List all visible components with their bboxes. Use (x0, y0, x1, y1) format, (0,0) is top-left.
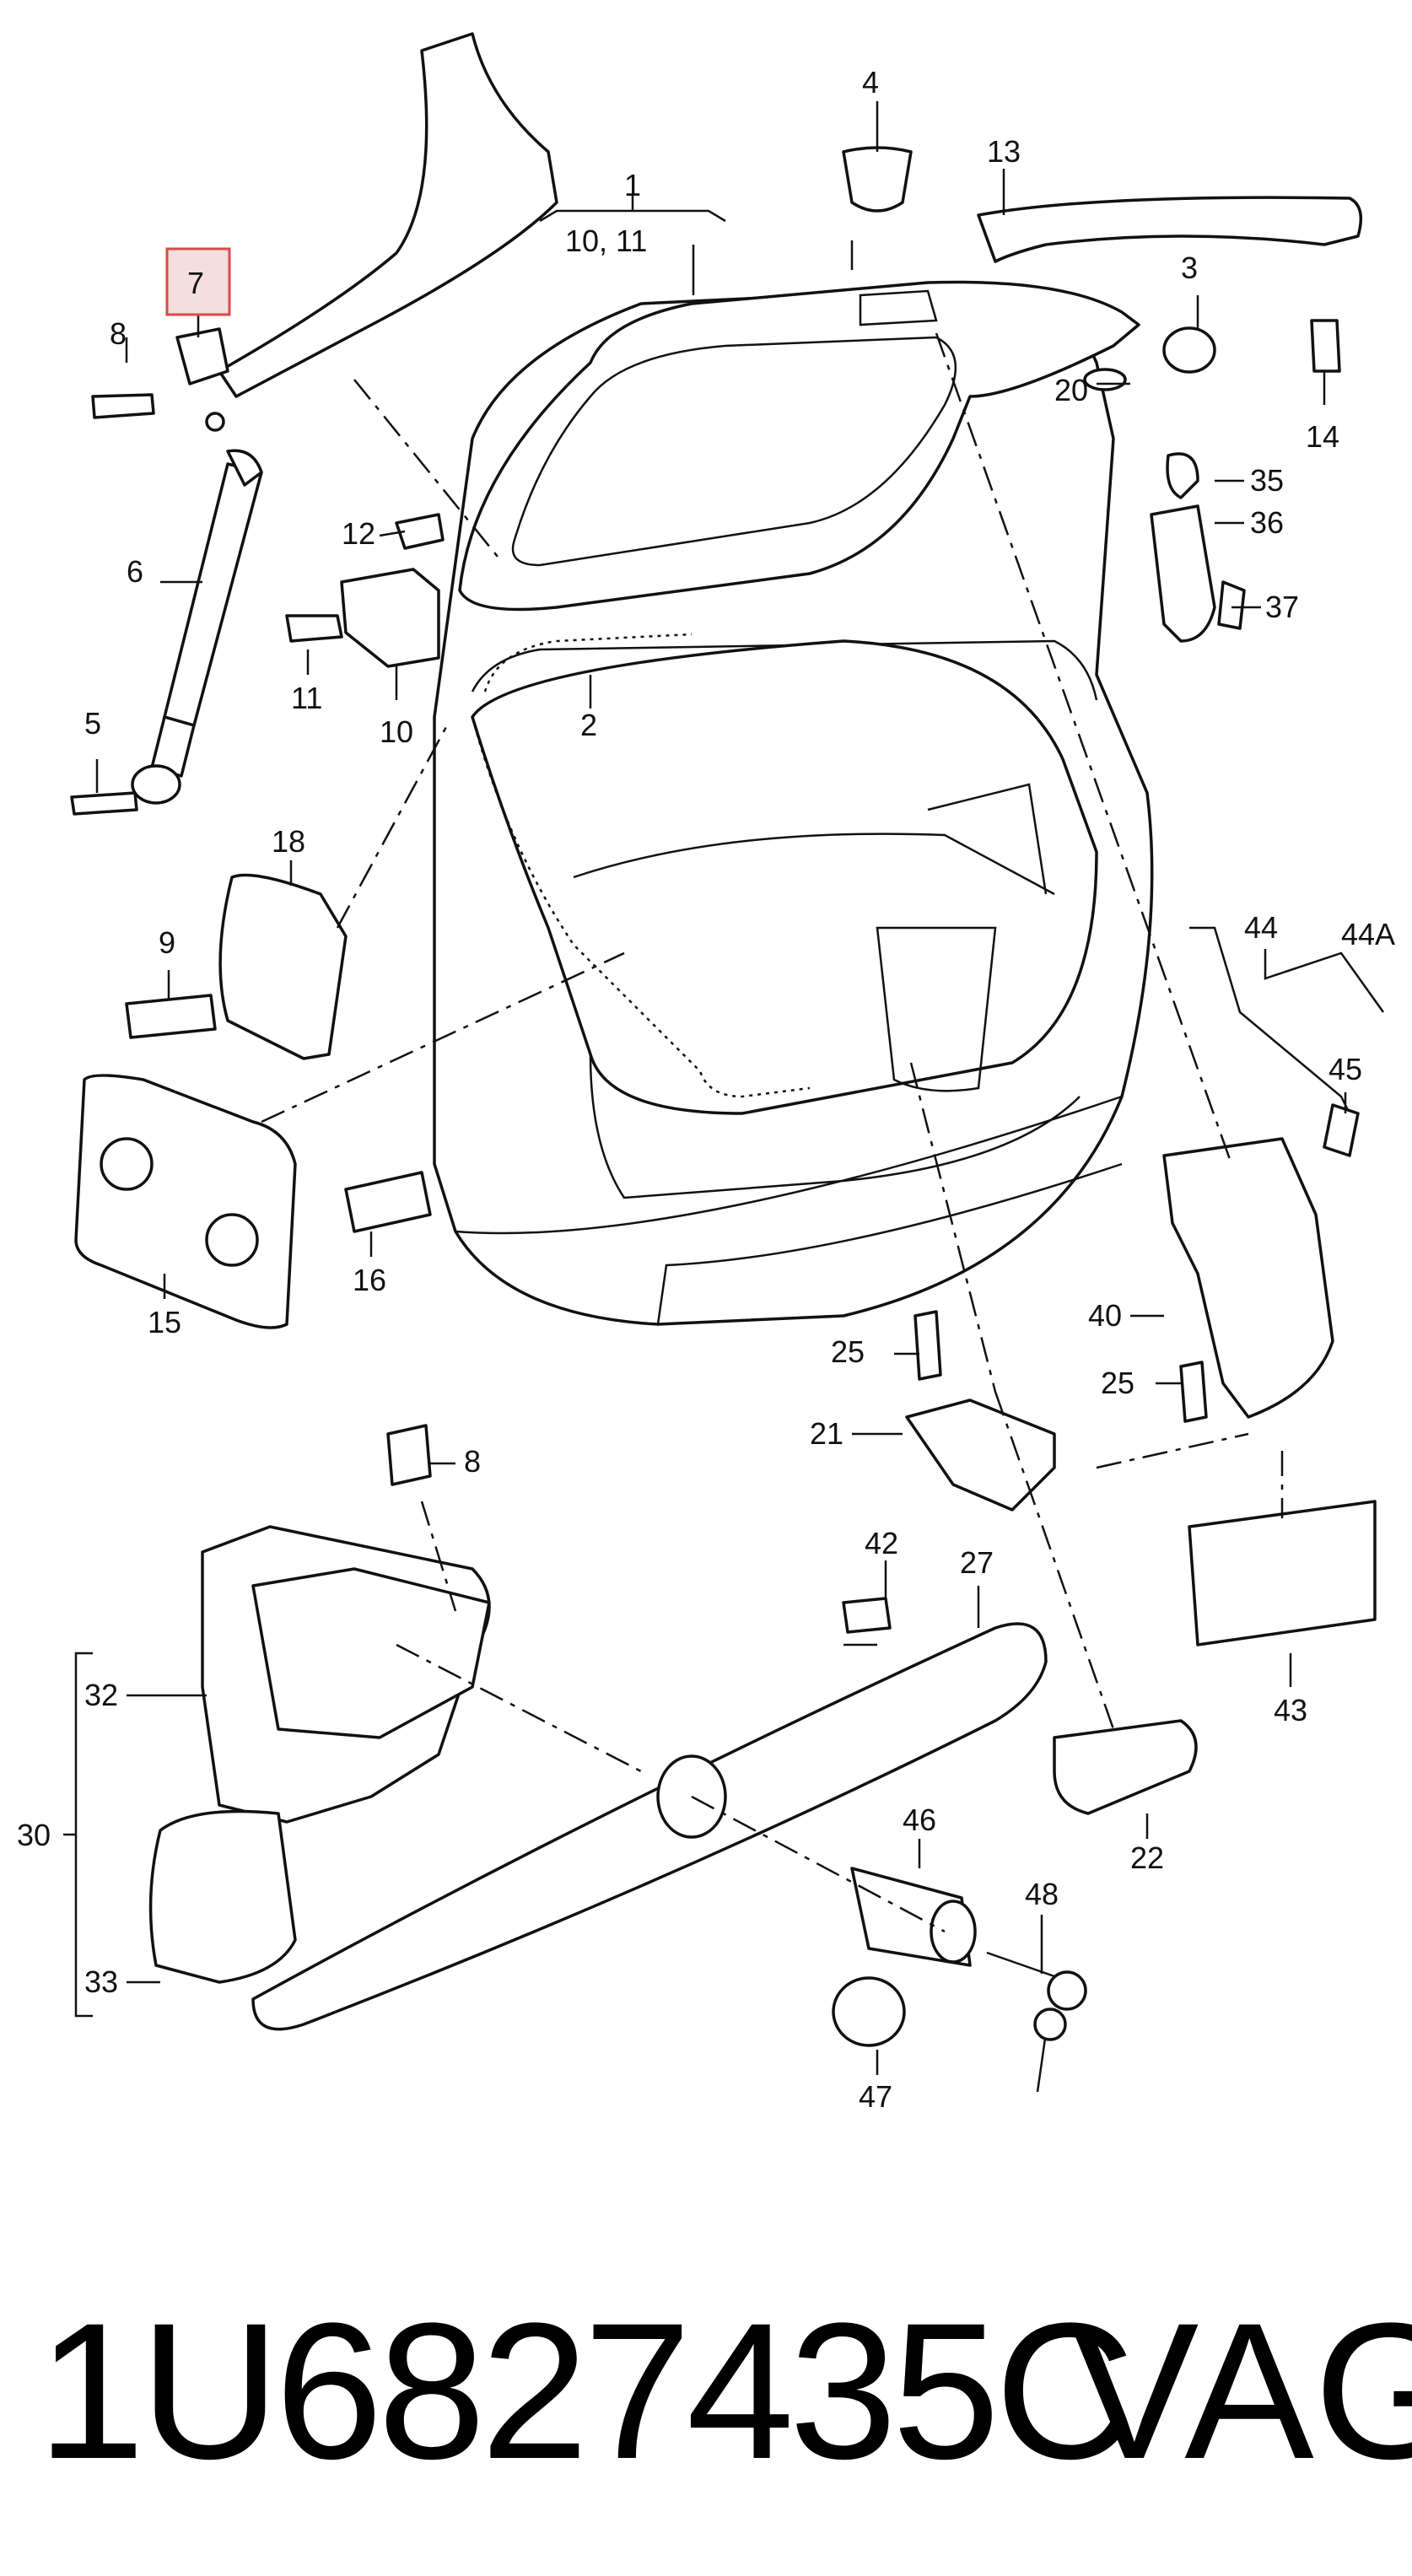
callout-40: 40 (1088, 1298, 1122, 1333)
callout-42: 42 (865, 1526, 898, 1560)
callout-25-right: 25 (1101, 1366, 1134, 1400)
tailgate (458, 280, 1140, 612)
callout-16: 16 (353, 1263, 386, 1297)
callout-36: 36 (1250, 505, 1284, 540)
callout-labels: 1 10, 11 2 3 4 5 6 7 8 8 9 10 11 12 13 1… (17, 65, 1395, 2114)
assembly-lines (261, 332, 1284, 1933)
callout-9: 9 (159, 925, 175, 960)
callout-25-left: 25 (831, 1334, 865, 1369)
callout-32: 32 (84, 1678, 118, 1712)
callout-3: 3 (1181, 251, 1198, 285)
part-number: 1U6827435C (37, 2282, 1135, 2499)
callout-46: 46 (903, 1803, 936, 1837)
spoiler (977, 196, 1363, 263)
callout-37: 37 (1265, 590, 1299, 624)
leader-lines (63, 101, 1385, 2075)
callout-15: 15 (148, 1305, 181, 1339)
callout-6: 6 (127, 554, 143, 589)
callout-12: 12 (342, 516, 375, 551)
lock-mechanism (905, 926, 1377, 1815)
callout-47: 47 (859, 2079, 892, 2114)
callout-22: 22 (1130, 1840, 1164, 1875)
callout-18: 18 (272, 824, 305, 859)
callout-2: 2 (580, 708, 597, 742)
callout-7: 7 (187, 266, 204, 300)
right-small-parts (842, 146, 1341, 643)
callout-44A: 44A (1341, 917, 1395, 951)
callout-27: 27 (960, 1545, 994, 1580)
callout-13: 13 (987, 134, 1021, 169)
callout-1: 1 (624, 168, 641, 202)
callout-10-11: 10, 11 (565, 224, 647, 258)
callout-35: 35 (1250, 463, 1284, 498)
trunk-seal (471, 633, 811, 1098)
callout-4: 4 (862, 65, 879, 100)
callout-20: 20 (1054, 373, 1088, 407)
callout-30: 30 (17, 1818, 51, 1852)
callout-10: 10 (380, 714, 413, 749)
callout-8-bottom: 8 (464, 1444, 481, 1479)
callout-43: 43 (1274, 1693, 1307, 1727)
callout-8-top: 8 (110, 316, 127, 351)
highlight-box-part-7 (165, 247, 231, 316)
hinge-assembly (285, 513, 445, 668)
callout-5: 5 (84, 706, 101, 741)
lamp-parts (74, 873, 432, 1329)
callout-45: 45 (1328, 1052, 1362, 1086)
exploded-parts-diagram: 1 10, 11 2 3 4 5 6 7 8 8 9 10 11 12 13 1… (17, 32, 1395, 2114)
lower-lock-assembly (148, 1424, 1087, 2093)
brand-label: VAG (1070, 2282, 1412, 2499)
gas-strut-assembly (70, 32, 558, 816)
callout-14: 14 (1306, 419, 1339, 454)
callout-21: 21 (810, 1416, 843, 1451)
callout-48: 48 (1025, 1877, 1059, 1911)
callout-33: 33 (84, 1964, 118, 1999)
callout-44: 44 (1244, 910, 1278, 945)
callout-11: 11 (291, 681, 322, 715)
